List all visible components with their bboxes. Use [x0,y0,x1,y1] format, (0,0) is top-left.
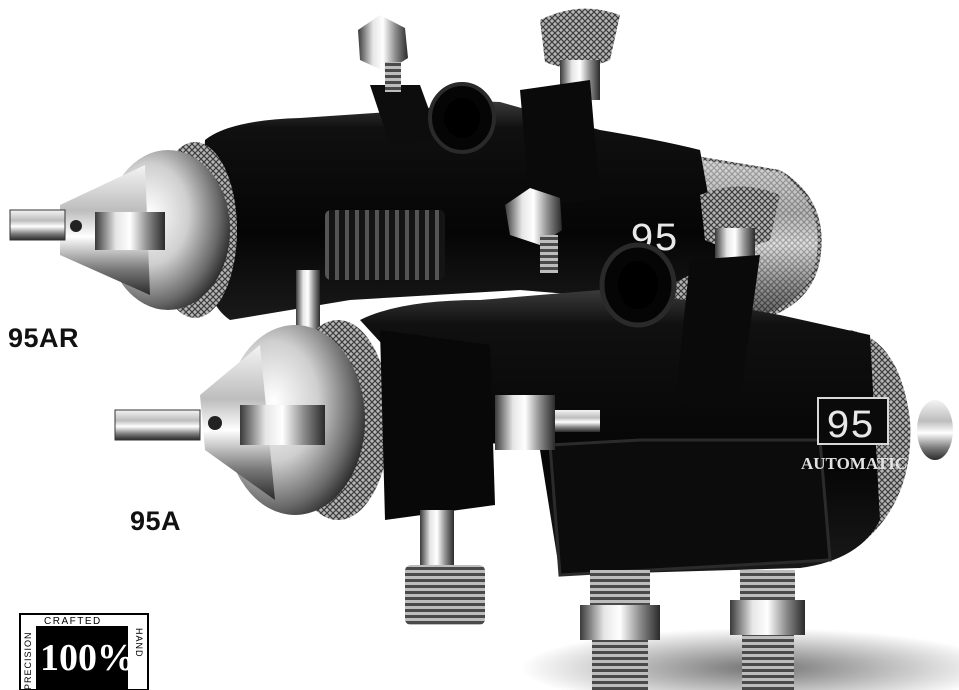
bottom-hex-nut [505,188,562,273]
top-hex-nut [358,15,408,92]
model-label-95ar: 95AR [8,323,80,353]
bottom-spray-gun: 95 AUTOMATIC [114,186,953,690]
badge-top-word: CRAFTED [44,616,102,627]
top-tip [9,209,66,241]
badge-side-right: HAND [134,628,144,658]
badge-side-left: PRECISION [23,631,33,690]
bottom-nozzle [200,345,275,500]
top-adjust-knob [520,8,620,205]
badge-value: 100% [40,637,135,679]
model-label-95a: 95A [130,506,182,536]
bottom-air-fitting-right [730,570,805,690]
bottom-gun-word: AUTOMATIC [801,454,907,473]
bottom-gun-number: 95 [826,405,874,450]
bottom-stem-fitting [405,565,485,625]
top-spring [325,210,445,280]
precision-badge: CRAFTED 100% PRECISION HAND [19,613,149,690]
bottom-tip [114,409,201,441]
top-spray-gun: 95 [9,8,822,330]
bottom-air-fitting-left [580,570,660,690]
bottom-adjust-knob [675,186,780,405]
